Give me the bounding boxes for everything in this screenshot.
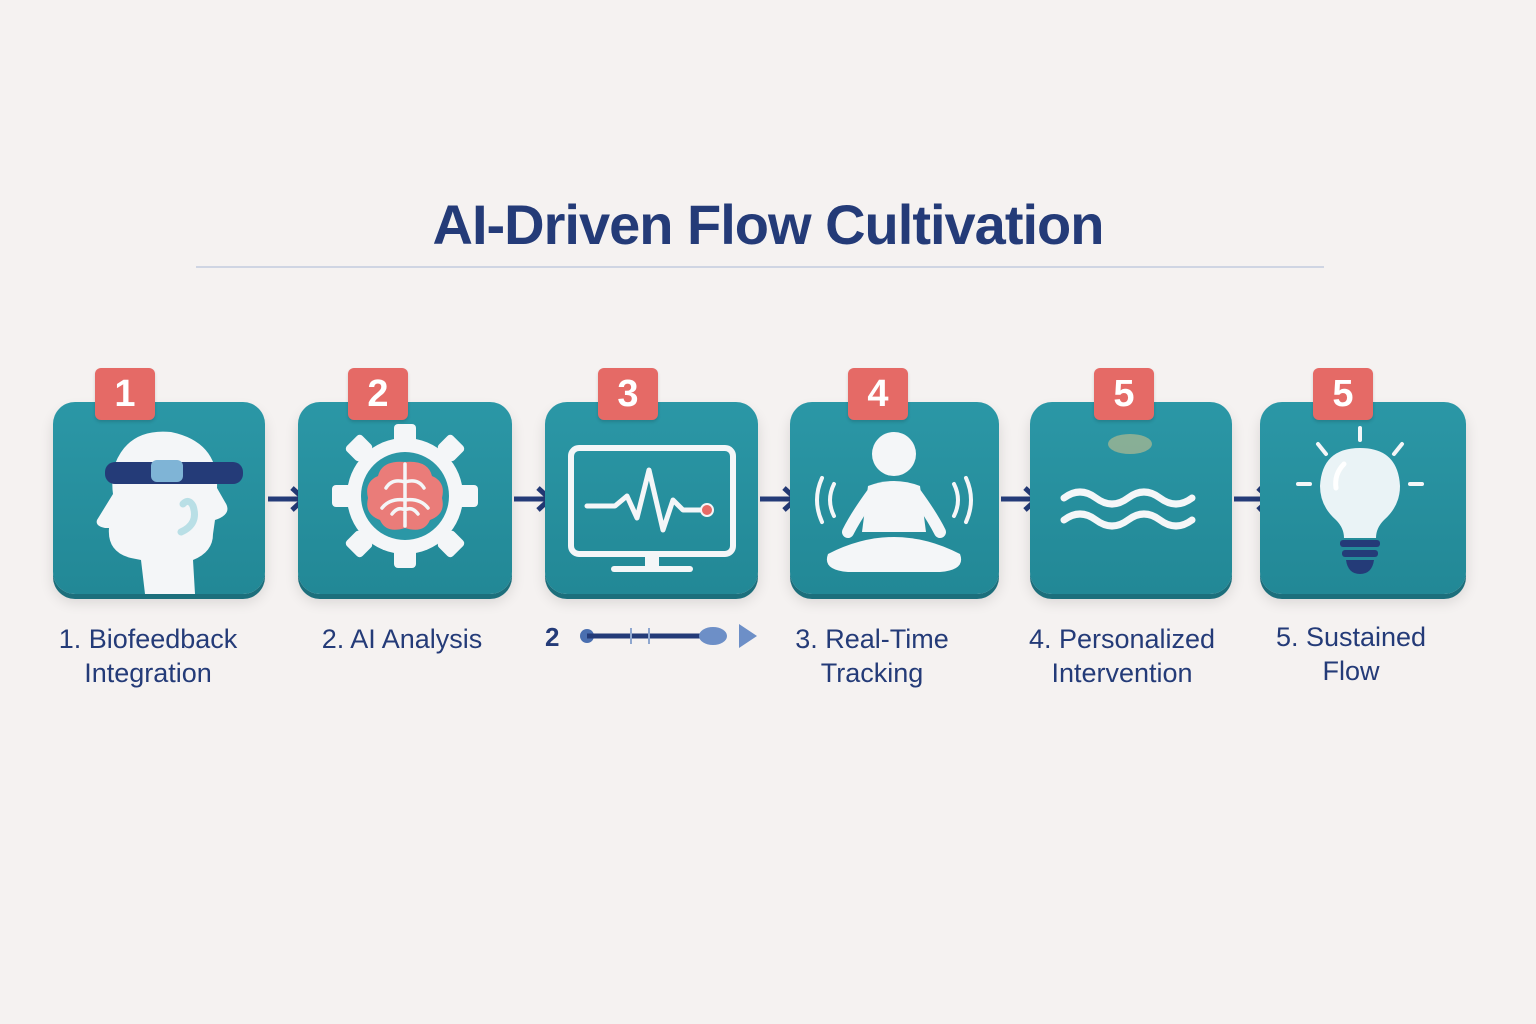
- step-1-label: 1. Biofeedback Integration: [28, 622, 268, 690]
- step-1-tile: [53, 402, 265, 594]
- step-4-badge: 4: [848, 368, 908, 420]
- lightbulb-icon: [1296, 426, 1424, 574]
- step-5-badge: 5: [1094, 368, 1154, 420]
- step-3-badge: 3: [598, 368, 658, 420]
- step-4-label-line1: 3. Real-Time: [795, 624, 949, 654]
- step-5-label-line2: Intervention: [1051, 658, 1193, 688]
- step-6-tile: [1260, 402, 1466, 594]
- step-2-label-line1: 2. AI Analysis: [321, 624, 483, 654]
- step-3-tile: [545, 402, 758, 594]
- step-5-label: 4. Personalized Intervention: [1002, 622, 1242, 690]
- step-6-label: 5. Sustained Flow: [1231, 620, 1471, 688]
- step-6-label-line1: 5. Sustained: [1275, 622, 1427, 652]
- page-title: AI-Driven Flow Cultivation: [432, 193, 1105, 256]
- step-2-tile: [298, 402, 512, 594]
- brain-gear-icon: [332, 424, 478, 568]
- step-4-label: 3. Real-Time Tracking: [752, 622, 992, 690]
- monitor-heartbeat-icon: [568, 445, 736, 572]
- connector-line-icon: [580, 624, 757, 648]
- step-2-badge: 2: [348, 368, 408, 420]
- waves-icon: [1060, 434, 1196, 530]
- meditation-person-icon: [815, 432, 973, 572]
- step-5-tile: [1030, 402, 1232, 594]
- step-4-label-line2: Tracking: [820, 658, 924, 688]
- step-1-badge: 1: [95, 368, 155, 420]
- title-divider: [196, 266, 1324, 268]
- step-2-label: 2. AI Analysis: [282, 622, 522, 656]
- step-1-label-line1: 1. Biofeedback: [58, 624, 238, 654]
- head-with-headband-icon: [96, 431, 243, 594]
- step-6-badge: 5: [1313, 368, 1373, 420]
- connector-slider: 2: [545, 618, 765, 658]
- step-4-tile: [790, 402, 999, 594]
- step-5-label-line1: 4. Personalized: [1028, 624, 1216, 654]
- step-6-label-line2: Flow: [1322, 656, 1380, 686]
- connector-number: 2: [545, 622, 560, 652]
- step-1-label-line2: Integration: [84, 658, 212, 688]
